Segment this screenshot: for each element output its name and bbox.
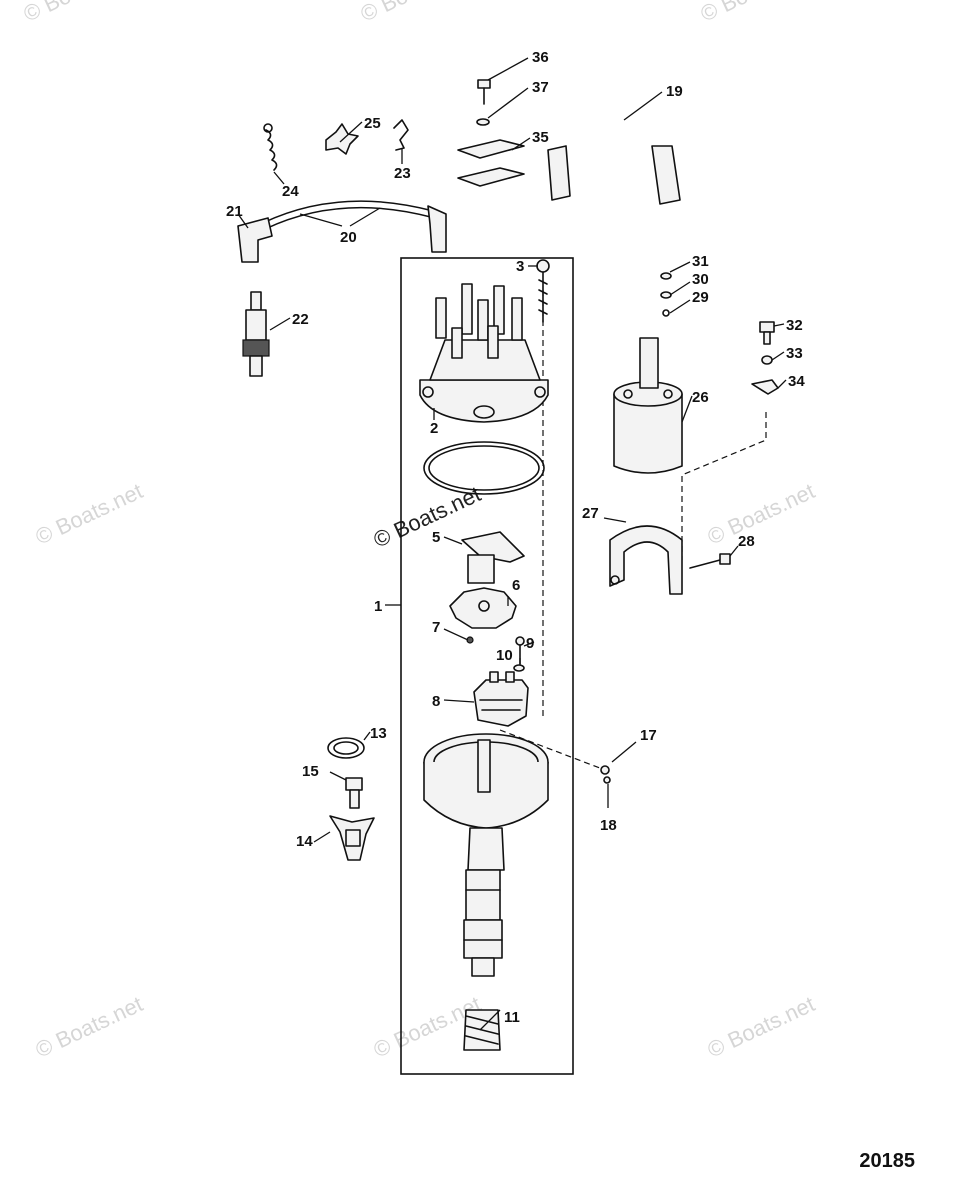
clamp-bolt [345,777,363,809]
module-screw [515,636,525,665]
coil-bracket [609,525,683,595]
coil-washer-small [662,309,670,317]
callout-37: 37 [532,79,549,96]
callout-21: 21 [226,203,243,220]
callout-20: 20 [340,229,357,246]
callout-18: 18 [600,817,617,834]
cap-gasket [423,441,545,495]
callout-3: 3 [516,258,524,275]
callout-9: 9 [526,635,534,652]
callout-28: 28 [738,533,755,550]
callout-7: 7 [432,619,440,636]
wire-separator [325,123,359,155]
distributor-cap [419,283,549,423]
callout-2: 2 [430,420,438,437]
callout-31: 31 [692,253,709,270]
bracket-screw [477,79,491,105]
wire-retainer [263,123,278,171]
watermark: © Boats.net [32,991,147,1062]
ground-washer [761,355,773,365]
callout-11: 11 [504,1009,520,1026]
callout-1: 1 [374,598,382,615]
ground-screw [759,321,775,345]
callout-19: 19 [666,83,683,100]
spark-plug [242,291,270,377]
ground-terminal [751,379,779,395]
rotor [461,531,525,584]
callout-24: 24 [282,183,299,200]
callout-23: 23 [394,165,411,182]
callout-5: 5 [432,529,440,546]
trigger-wheel [449,587,517,629]
bracket-washer [476,118,490,126]
alignment-line [499,729,606,771]
coil-bracket-screw [689,553,731,569]
wire-clip [393,119,409,151]
callout-17: 17 [640,727,657,744]
callout-33: 33 [786,345,803,362]
spark-plug-wire [237,200,447,263]
callout-13: 13 [370,725,387,742]
callout-8: 8 [432,693,440,710]
leader-lines [237,57,787,1031]
ignition-module [473,671,529,727]
watermark: © Boats.net [704,991,819,1062]
callout-35: 35 [532,129,549,146]
watermark: © Boats.net [357,0,472,27]
coil-nut [660,272,672,280]
callout-6: 6 [512,577,520,594]
callout-15: 15 [302,763,319,780]
diagram-number: 20185 [859,1150,915,1172]
distributor-housing [423,733,549,977]
watermark: © Boats.net [20,0,135,27]
watermark: © Boats.net [697,0,812,27]
distributor-assembly-box [400,257,574,1075]
callout-29: 29 [692,289,709,306]
watermark: © Boats.net [32,478,147,549]
drive-gear [463,1009,501,1051]
callout-26: 26 [692,389,709,406]
washer [513,664,525,672]
callout-27: 27 [582,505,599,522]
callout-14: 14 [296,833,313,850]
callout-10: 10 [496,647,513,664]
callout-34: 34 [788,373,805,390]
callout-32: 32 [786,317,803,334]
coil-washer [660,291,672,299]
watermark: © Boats.net [704,478,819,549]
callout-labels: 1 2 3 5 6 7 8 9 10 11 13 14 15 17 18 19 … [226,49,805,1026]
ignition-coil [613,337,683,474]
coil-wire [547,109,681,205]
callout-30: 30 [692,271,709,288]
watermark-layer: © Boats.net © Boats.net © Boats.net © Bo… [20,0,819,1063]
callout-25: 25 [364,115,381,132]
wire-bracket [457,139,525,187]
callout-36: 36 [532,49,549,66]
hold-down-clamp [329,815,375,861]
callout-22: 22 [292,311,309,328]
nut [600,765,611,784]
seal [327,737,365,759]
cap-screw [536,259,550,323]
alignment-line [681,412,767,560]
